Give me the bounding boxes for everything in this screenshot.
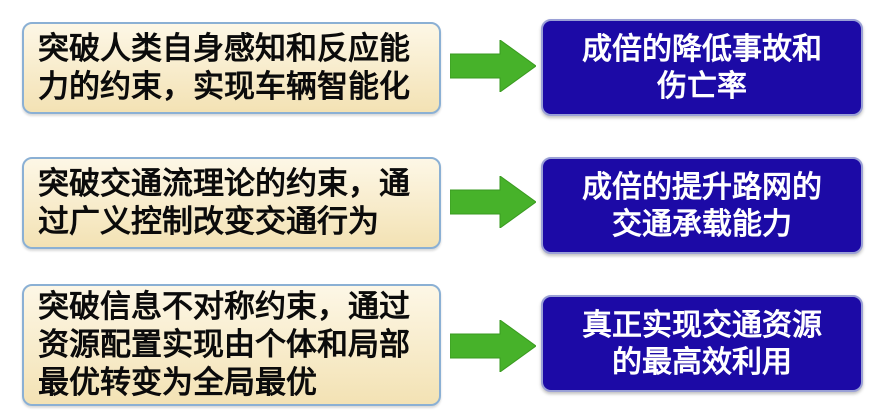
cause-text-1: 突破人类自身感知和反应能 力的约束，实现车辆智能化: [38, 31, 410, 105]
right-arrow-icon: [450, 40, 536, 92]
effect-box-2: 成倍的提升路网的 交通承载能力: [541, 157, 863, 254]
cause-text-3: 突破信息不对称约束，通过 资源配置实现由个体和局部 最优转变为全局最优: [38, 289, 410, 401]
right-arrow-icon: [450, 320, 536, 372]
effect-text-2: 成倍的提升路网的 交通承载能力: [582, 169, 822, 242]
cause-box-1: 突破人类自身感知和反应能 力的约束，实现车辆智能化: [22, 22, 441, 114]
cause-box-2: 突破交通流理论的约束，通 过广义控制改变交通行为: [22, 157, 441, 249]
cause-box-3: 突破信息不对称约束，通过 资源配置实现由个体和局部 最优转变为全局最优: [22, 284, 441, 406]
effect-text-3: 真正实现交通资源 的最高效利用: [582, 307, 822, 380]
right-arrow-icon: [450, 176, 536, 228]
effect-box-1: 成倍的降低事故和 伤亡率: [541, 19, 863, 116]
cause-text-2: 突破交通流理论的约束，通 过广义控制改变交通行为: [38, 166, 410, 240]
effect-box-3: 真正实现交通资源 的最高效利用: [541, 295, 863, 392]
effect-text-1: 成倍的降低事故和 伤亡率: [582, 31, 822, 104]
